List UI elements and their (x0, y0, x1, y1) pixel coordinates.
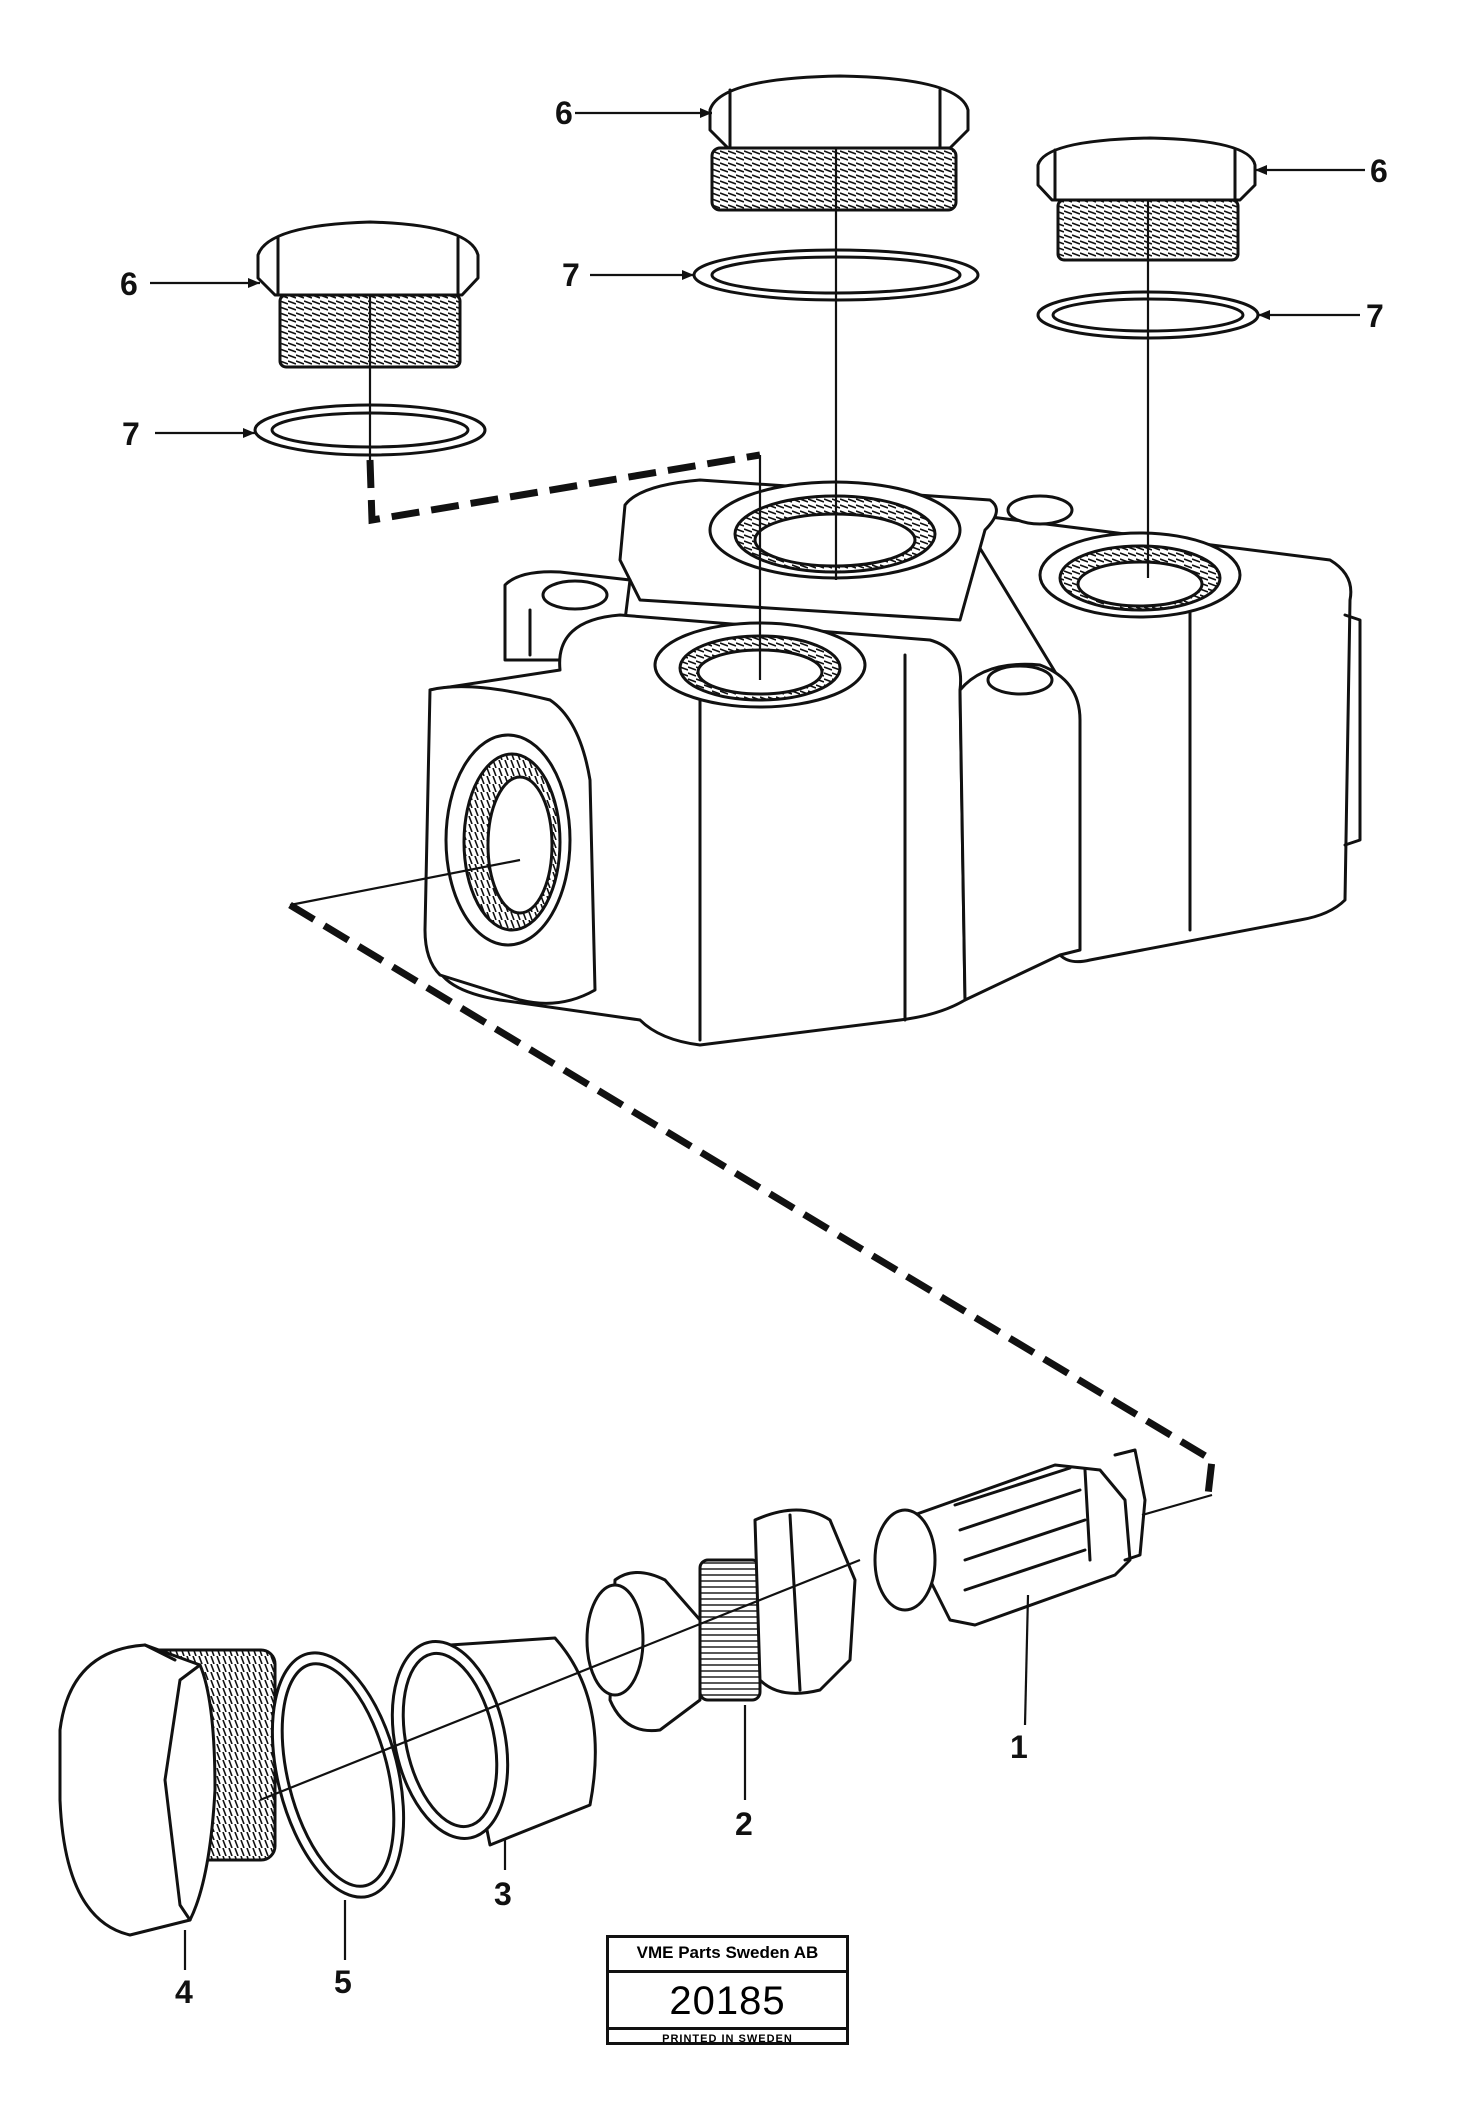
callout-6-top-center: 6 (555, 95, 573, 131)
plug-top-center (708, 74, 970, 212)
stamp-company: VME Parts Sweden AB (609, 1938, 846, 1973)
assembly-lines (150, 111, 1365, 1970)
stamp-drawing-number: 20185 (609, 1973, 846, 2030)
callout-5: 5 (334, 1964, 352, 2000)
plug-top-left (256, 220, 480, 369)
dashed-routing (288, 451, 1216, 1496)
callout-2: 2 (735, 1806, 753, 1842)
plug-top-right (1036, 136, 1257, 262)
callout-7-top-center: 7 (562, 257, 580, 293)
o-ring (270, 1651, 406, 1899)
callout-7-top-left: 7 (122, 416, 140, 452)
callout-6-top-left: 6 (120, 266, 138, 302)
callout-3: 3 (494, 1876, 512, 1912)
valve-piston (585, 1508, 857, 1733)
valve-cartridge (873, 1448, 1147, 1627)
callout-7-top-right: 7 (1366, 298, 1384, 334)
plug-bottom (58, 1643, 277, 1937)
sleeve (390, 1636, 597, 1847)
callout-4: 4 (175, 1974, 193, 2010)
callout-1: 1 (1010, 1729, 1028, 1765)
callout-6-top-right: 6 (1370, 153, 1388, 189)
stamp-printed-in: PRINTED IN SWEDEN (662, 2033, 793, 2045)
valve-housing (423, 478, 1362, 1047)
drawing-stamp: VME Parts Sweden AB 20185 PRINTED IN SWE… (606, 1935, 849, 2045)
